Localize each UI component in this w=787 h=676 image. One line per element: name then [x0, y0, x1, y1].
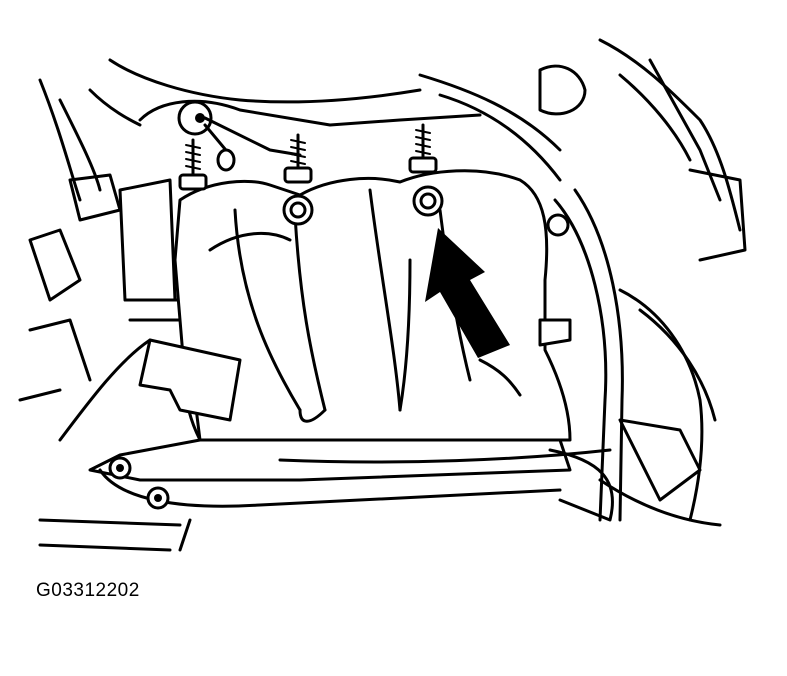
stud-icon: [408, 123, 438, 174]
bolt-icon: [146, 486, 170, 510]
pointer-arrow-icon: [425, 228, 510, 358]
sensor-cable: [177, 100, 302, 172]
stud-icon: [283, 133, 313, 184]
bolt-icon: [108, 456, 132, 480]
figure-id-label: G03312202: [36, 580, 140, 601]
stud-icon: [178, 138, 208, 191]
bolt-icon: [282, 194, 314, 226]
intake-manifold: [58, 169, 624, 522]
manifold-studs: [178, 123, 438, 191]
bolt-icon: [546, 213, 570, 237]
bolt-icon: [412, 185, 444, 217]
engine-intake-manifold-diagram: [18, 38, 747, 552]
manifold-bolts: [108, 185, 570, 510]
